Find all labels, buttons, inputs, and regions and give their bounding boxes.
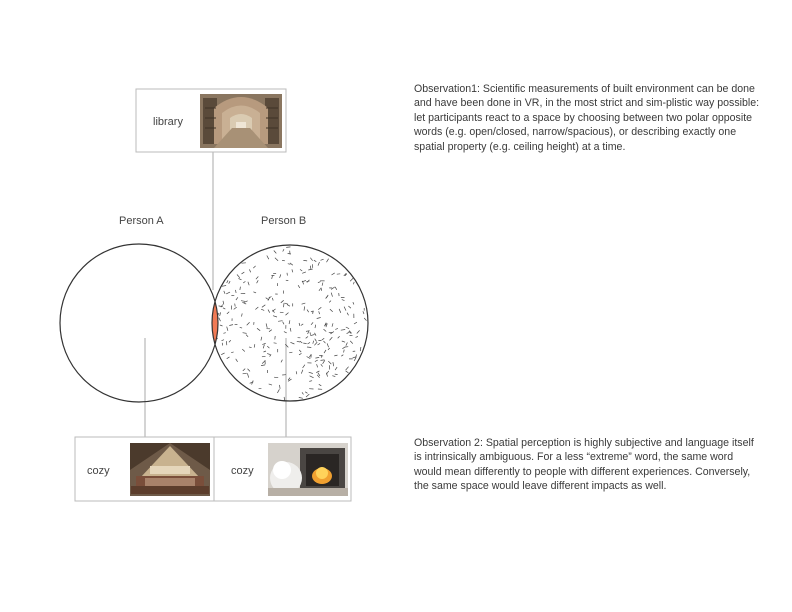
attic-photo — [130, 443, 210, 496]
fireplace-photo — [268, 443, 348, 496]
cozy-label-a: cozy — [87, 465, 110, 477]
observation-2-text: Observation 2: Spatial perception is hig… — [414, 437, 754, 493]
person-b-circle — [211, 244, 369, 402]
person-a-label: Person A — [119, 215, 164, 227]
cozy-label-b: cozy — [231, 465, 254, 477]
library-photo — [200, 94, 282, 148]
person-a-circle — [59, 243, 219, 403]
person-b-texture — [215, 246, 367, 401]
cozy-card-b: cozy — [213, 436, 352, 502]
library-card: library — [135, 88, 287, 153]
person-b-label: Person B — [261, 215, 306, 227]
library-label: library — [153, 116, 183, 128]
cozy-card-a: cozy — [74, 436, 215, 502]
observation-1-text: Observation1: Scientific measurements of… — [414, 83, 760, 153]
